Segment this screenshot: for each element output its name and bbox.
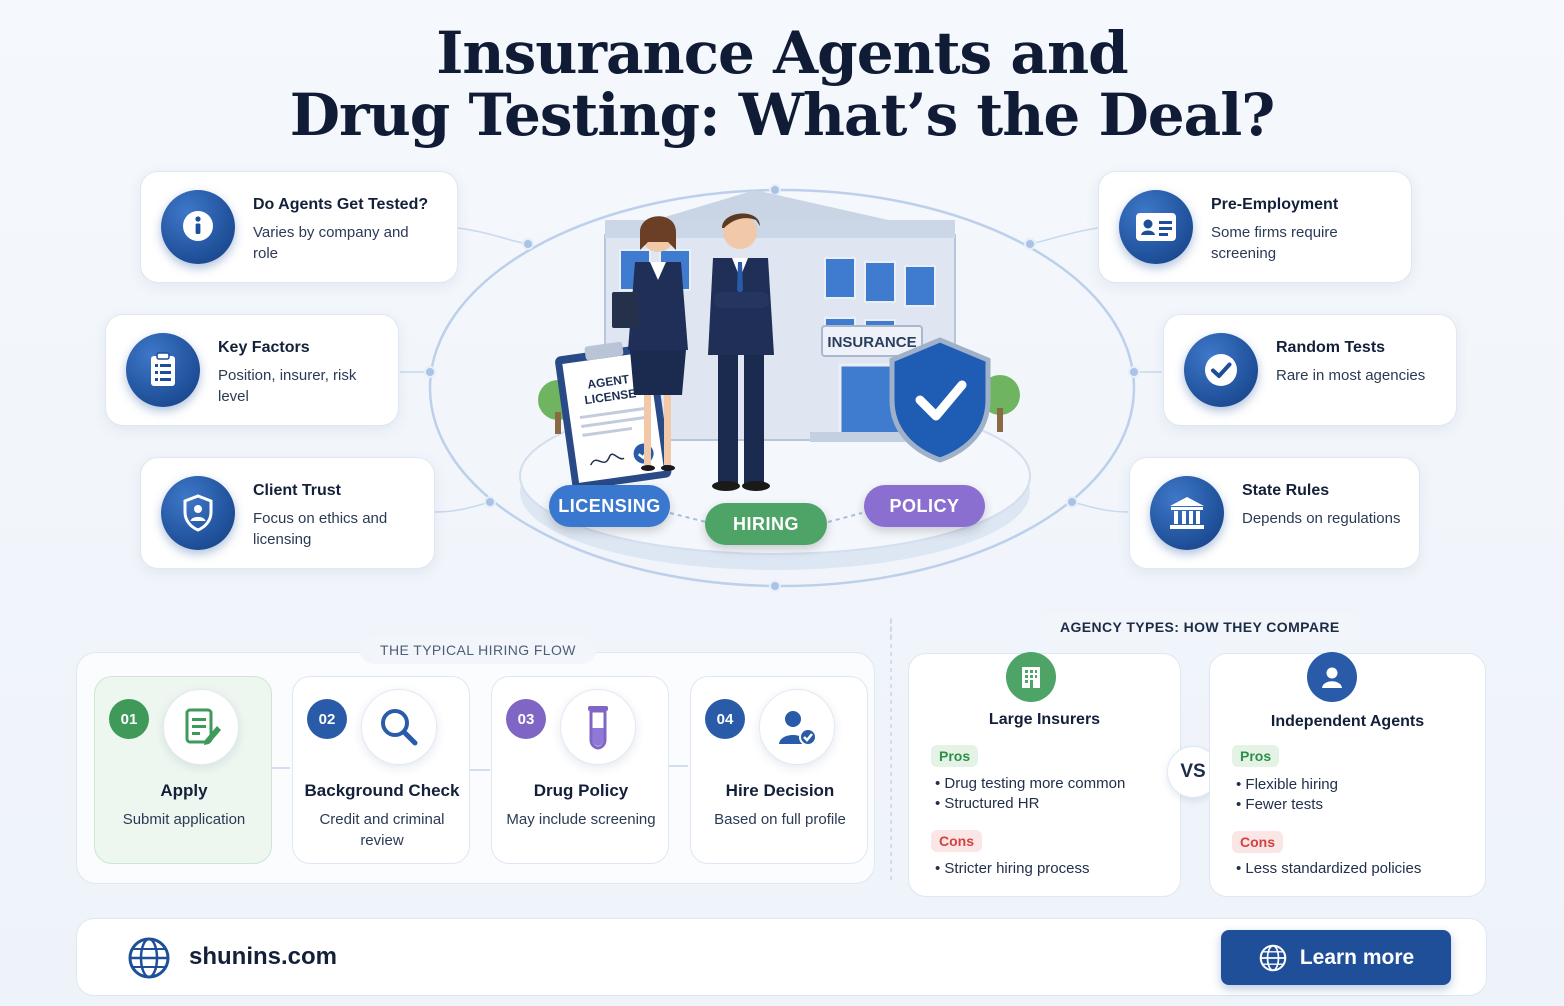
card-text: Varies by company and role <box>253 224 409 262</box>
card-large-insurers: Large Insurers Pros • Drug testing more … <box>908 652 1181 897</box>
cons-tag: Cons <box>931 830 982 852</box>
step-title: Drug Policy <box>533 781 629 800</box>
card-independent-agents: Independent Agents Pros • Flexible hirin… <box>1209 652 1486 897</box>
pill-policy: POLICY <box>864 485 985 527</box>
connector-left-1 <box>457 227 529 245</box>
shield-person-icon <box>161 476 235 550</box>
cons-tag: Cons <box>1232 831 1283 853</box>
orbit-node <box>1128 366 1140 378</box>
orbit-ring <box>428 188 1136 588</box>
card-text: Position, insurer, risk level <box>218 367 357 405</box>
step-title: Hire Decision <box>725 781 835 800</box>
learn-more-label: Learn more <box>1299 945 1415 969</box>
pill-licensing: LICENSING <box>549 485 670 527</box>
card-title: Client Trust <box>253 482 342 499</box>
step-text: Credit and criminal review <box>319 811 445 849</box>
list-item: • Stricter hiring process <box>935 860 1090 877</box>
step-number: 01 <box>109 699 149 739</box>
card-key-factors: Key Factors Position, insurer, risk leve… <box>105 314 399 426</box>
step-title: Background Check <box>304 781 460 800</box>
list-item: • Drug testing more common <box>935 775 1126 792</box>
step-number: 03 <box>506 699 546 739</box>
insurance-sign: INSURANCE <box>827 334 916 351</box>
id-card-icon <box>1119 190 1193 264</box>
card-title: Do Agents Get Tested? <box>253 196 429 213</box>
card-title: Pre-Employment <box>1211 196 1339 213</box>
card-random-tests: Random Tests Rare in most agencies <box>1163 314 1457 426</box>
title-line-2: Drug Testing: What’s the Deal? <box>289 81 1276 149</box>
step-drug-policy: 03 Drug Policy May include screening <box>491 676 669 864</box>
learn-more-button[interactable]: Learn more <box>1221 930 1451 985</box>
clipboard-icon <box>126 333 200 407</box>
step-title: Apply <box>160 781 208 800</box>
card-title: Random Tests <box>1276 339 1386 356</box>
cmp-title: Independent Agents <box>1270 713 1425 730</box>
step-apply: 01 Apply Submit application <box>94 676 272 864</box>
pill-hiring: HIRING <box>705 503 827 545</box>
info-icon <box>161 190 235 264</box>
pros-tag: Pros <box>1232 745 1280 767</box>
page-title: Insurance Agents and Drug Testing: What’… <box>0 22 1564 146</box>
globe-icon <box>127 936 171 985</box>
pros-tag: Pros <box>931 745 979 767</box>
step-text: Based on full profile <box>714 811 846 828</box>
list-item: • Flexible hiring <box>1236 776 1338 793</box>
card-client-trust: Client Trust Focus on ethics and licensi… <box>140 457 435 569</box>
card-text: Rare in most agencies <box>1276 367 1426 384</box>
comparison-label: AGENCY TYPES: HOW THEY COMPARE <box>1040 613 1360 641</box>
orbit-node <box>424 366 436 378</box>
card-title: Key Factors <box>218 339 310 356</box>
card-title: State Rules <box>1242 482 1330 499</box>
card-pre-employment: Pre-Employment Some firms require screen… <box>1098 171 1412 283</box>
list-item: • Structured HR <box>935 795 1040 812</box>
search-icon <box>361 689 437 765</box>
orbit-node <box>1024 238 1036 250</box>
list-item: • Less standardized policies <box>1236 860 1422 877</box>
step-text: Submit application <box>122 811 246 828</box>
bank-icon <box>1150 476 1224 550</box>
cmp-title: Large Insurers <box>988 711 1101 728</box>
step-number: 02 <box>307 699 347 739</box>
check-circle-icon <box>1184 333 1258 407</box>
test-tube-icon <box>560 689 636 765</box>
building-icon <box>1006 652 1056 702</box>
card-do-agents-get-tested: Do Agents Get Tested? Varies by company … <box>140 171 458 283</box>
step-number: 04 <box>705 699 745 739</box>
card-text: Depends on regulations <box>1242 510 1401 527</box>
step-hire-decision: 04 Hire Decision Based on full profile <box>690 676 868 864</box>
license-line-1: AGENT <box>587 372 631 392</box>
step-background-check: 02 Background Check Credit and criminal … <box>292 676 470 864</box>
card-state-rules: State Rules Depends on regulations <box>1129 457 1420 569</box>
step-text: May include screening <box>506 811 656 828</box>
hiring-flow-label: THE TYPICAL HIRING FLOW <box>360 636 596 664</box>
card-text: Focus on ethics and licensing <box>253 510 388 548</box>
globe-icon <box>1259 944 1287 971</box>
title-line-1: Insurance Agents and <box>436 19 1128 87</box>
list-item: • Fewer tests <box>1236 796 1323 813</box>
orbit-node <box>1066 496 1078 508</box>
user-check-icon <box>759 689 835 765</box>
card-text: Some firms require screening <box>1211 224 1338 262</box>
orbit-node <box>769 580 781 592</box>
site-link[interactable]: shunins.com <box>189 943 338 970</box>
orbit-node <box>522 238 534 250</box>
orbit-node <box>484 496 496 508</box>
user-icon <box>1307 652 1357 702</box>
application-icon <box>163 689 239 765</box>
